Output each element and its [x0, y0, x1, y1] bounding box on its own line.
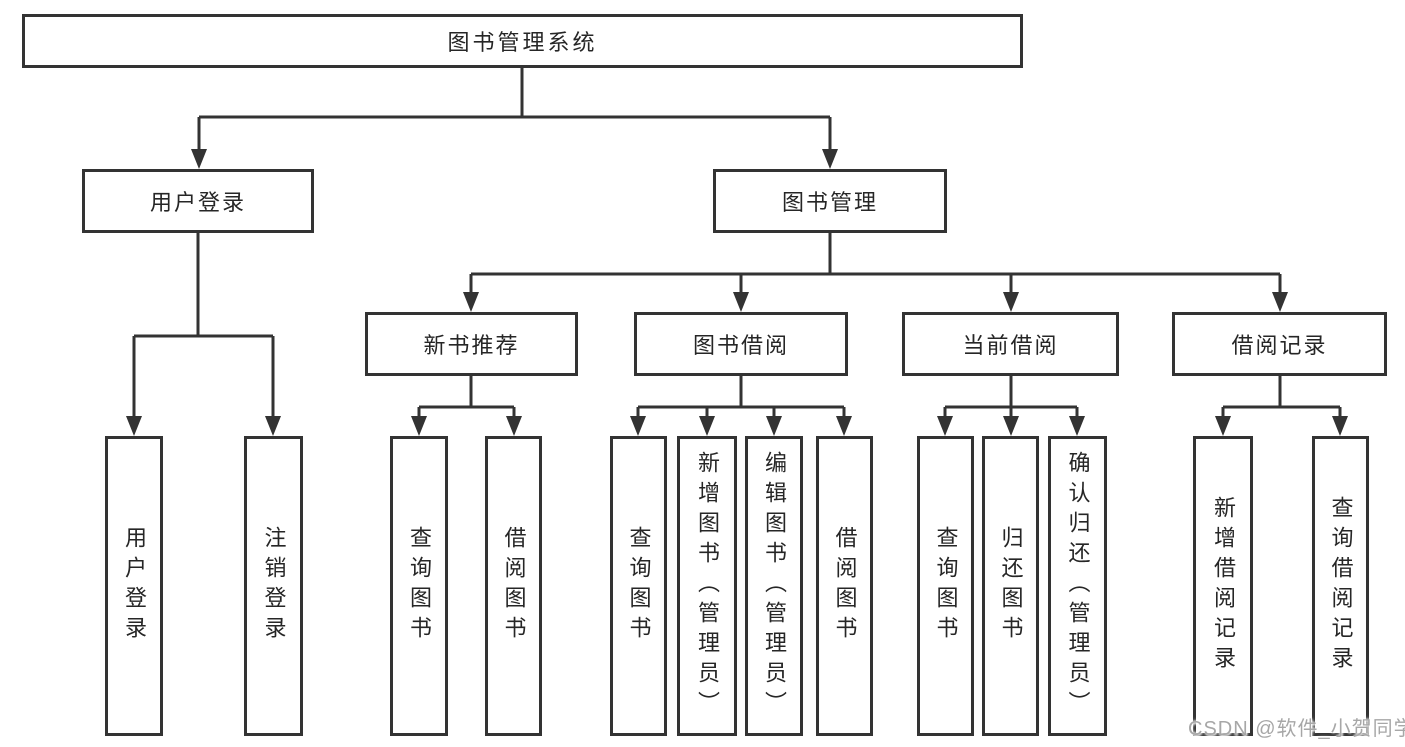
arrowhead-icon: [506, 416, 522, 436]
node-leaf-nb-borrow-book-label: 借阅图书: [501, 526, 527, 646]
node-leaf-br-query-record: 查询借阅记录: [1312, 436, 1369, 736]
arrowhead-icon: [733, 292, 749, 312]
node-leaf-logout-label: 注销登录: [261, 526, 287, 646]
node-current-borrow-label: 当前借阅: [962, 333, 1059, 358]
node-leaf-br-query-record-label: 查询借阅记录: [1328, 496, 1354, 676]
node-leaf-cb-confirm-return-label: 确认归还（管理员）: [1065, 451, 1091, 721]
node-leaf-bb-borrow-book: 借阅图书: [816, 436, 873, 736]
arrowhead-icon: [699, 416, 715, 436]
node-leaf-bb-borrow-book-label: 借阅图书: [832, 526, 858, 646]
node-leaf-bb-edit-book: 编辑图书（管理员）: [745, 436, 803, 736]
node-leaf-br-add-record: 新增借阅记录: [1193, 436, 1253, 736]
arrowhead-icon: [1003, 292, 1019, 312]
arrowhead-icon: [1332, 416, 1348, 436]
node-leaf-user-login-label: 用户登录: [122, 526, 147, 646]
arrowhead-icon: [191, 149, 207, 169]
node-book-borrow-label: 图书借阅: [692, 333, 789, 358]
node-leaf-nb-query-book-label: 查询图书: [407, 526, 432, 646]
node-leaf-bb-edit-book-label: 编辑图书（管理员）: [762, 451, 787, 721]
node-leaf-bb-query-book-label: 查询图书: [626, 526, 652, 646]
node-leaf-bb-query-book: 查询图书: [610, 436, 667, 736]
node-borrow-record: 借阅记录: [1172, 312, 1387, 376]
arrowhead-icon: [265, 416, 281, 436]
node-leaf-nb-query-book: 查询图书: [390, 436, 448, 736]
node-leaf-bb-add-book: 新增图书（管理员）: [677, 436, 737, 736]
node-leaf-br-add-record-label: 新增借阅记录: [1211, 496, 1236, 676]
arrowhead-icon: [463, 292, 479, 312]
node-leaf-cb-return-book: 归还图书: [982, 436, 1039, 736]
node-new-book-rec: 新书推荐: [365, 312, 578, 376]
arrowhead-icon: [1272, 292, 1288, 312]
arrowhead-icon: [836, 416, 852, 436]
node-leaf-user-login: 用户登录: [105, 436, 163, 736]
arrowhead-icon: [126, 416, 142, 436]
node-leaf-cb-return-book-label: 归还图书: [998, 526, 1024, 646]
node-book-borrow: 图书借阅: [634, 312, 848, 376]
node-leaf-cb-confirm-return: 确认归还（管理员）: [1048, 436, 1107, 736]
arrowhead-icon: [937, 416, 953, 436]
arrowhead-icon: [1003, 416, 1019, 436]
node-leaf-nb-borrow-book: 借阅图书: [485, 436, 542, 736]
node-user-login-label: 用户登录: [149, 190, 246, 215]
node-leaf-cb-query-book: 查询图书: [917, 436, 974, 736]
arrowhead-icon: [822, 149, 838, 169]
arrowhead-icon: [411, 416, 427, 436]
node-leaf-logout: 注销登录: [244, 436, 303, 736]
node-root: 图书管理系统: [22, 14, 1023, 68]
watermark: CSDN @软件_小贺同学: [1188, 718, 1405, 740]
node-root-label: 图书管理系统: [447, 30, 598, 55]
node-leaf-cb-query-book-label: 查询图书: [933, 526, 959, 646]
node-borrow-record-label: 借阅记录: [1231, 333, 1328, 358]
arrowhead-icon: [1069, 416, 1085, 436]
arrowhead-icon: [630, 416, 646, 436]
node-book-mgmt-label: 图书管理: [781, 190, 878, 215]
node-new-book-rec-label: 新书推荐: [423, 333, 520, 358]
node-current-borrow: 当前借阅: [902, 312, 1119, 376]
node-leaf-bb-add-book-label: 新增图书（管理员）: [695, 451, 720, 721]
arrowhead-icon: [766, 416, 782, 436]
node-user-login: 用户登录: [82, 169, 314, 233]
arrowhead-icon: [1215, 416, 1231, 436]
node-book-mgmt: 图书管理: [713, 169, 947, 233]
